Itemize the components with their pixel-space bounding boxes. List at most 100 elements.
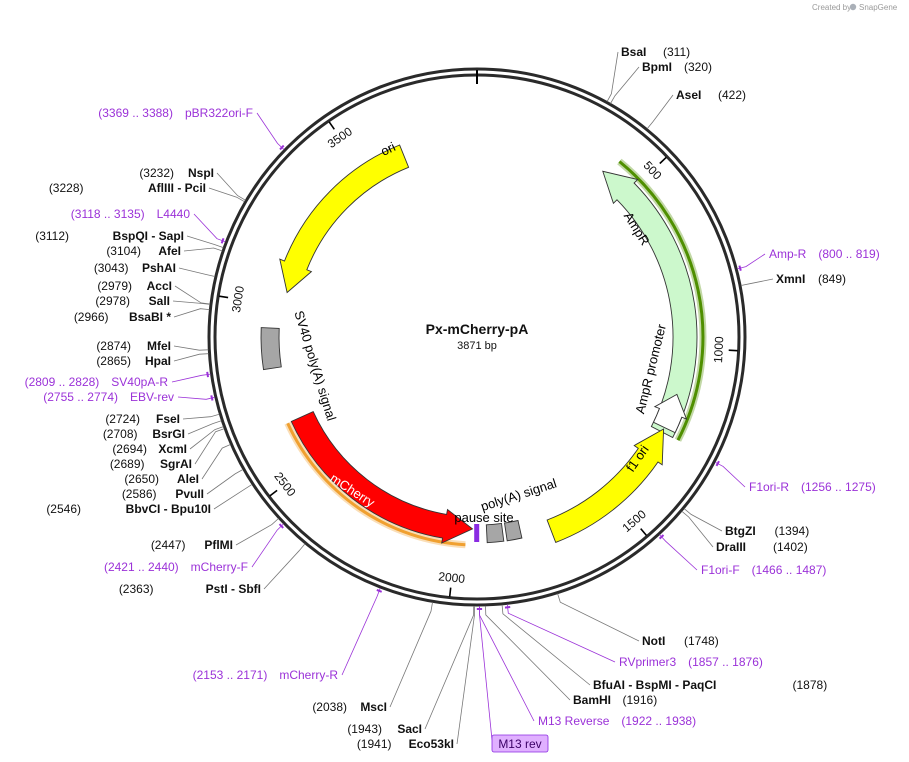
primer-f1ori-r[interactable]: F1ori-R(1256 .. 1275) — [749, 480, 876, 494]
enzyme-site-bpmi[interactable]: BpmI — [642, 60, 672, 74]
enzyme-site-pvuii[interactable]: PvuII — [175, 487, 204, 501]
enzyme-site-bbvci-bpu10i[interactable]: BbvCI - Bpu10I — [126, 502, 211, 516]
enzyme-site-fsei[interactable]: FseI — [156, 412, 180, 426]
pause-site-feature[interactable] — [485, 522, 505, 544]
enzyme-site-bsai[interactable]: BsaI — [621, 45, 646, 59]
primer-range: (1922 .. 1938) — [621, 714, 696, 728]
ampr-feature[interactable] — [602, 170, 698, 439]
enzyme-site-msci[interactable]: MscI — [360, 700, 387, 714]
primer-sv40pa-r[interactable]: (2809 .. 2828)SV40pA-R — [25, 375, 169, 389]
enzyme-name: SalI — [149, 294, 170, 308]
enzyme-name: AccI — [147, 279, 172, 293]
enzyme-site-asei[interactable]: AseI — [676, 88, 701, 102]
size-tick-mark — [659, 156, 667, 165]
enzyme-leader — [208, 187, 245, 203]
ampr-promoter-feature[interactable] — [652, 393, 688, 434]
primer-mcherry-f[interactable]: (2421 .. 2440)mCherry-F — [104, 560, 248, 574]
enzyme-site-psti-sbfi[interactable]: PstI - SbfI — [206, 582, 261, 596]
enzyme-leader — [740, 278, 774, 286]
enzyme-leader — [173, 308, 210, 318]
primer-leader — [737, 253, 766, 270]
enzyme-site-acci[interactable]: AccI — [147, 279, 172, 293]
m13-rev-box[interactable] — [491, 734, 549, 753]
enzyme-site-noti[interactable]: NotI — [642, 634, 665, 648]
primer-pbr322ori-f[interactable]: (3369 .. 3388)pBR322ori-F — [98, 106, 253, 120]
enzyme-name: BsaI — [621, 45, 646, 59]
primer-m13-reverse[interactable]: M13 Reverse(1922 .. 1938) — [538, 714, 696, 728]
enzyme-site-pflmi[interactable]: PflMI — [204, 538, 233, 552]
enzyme-site-hpai[interactable]: HpaI — [145, 354, 171, 368]
poly-a-signal-feature[interactable] — [503, 519, 523, 542]
ori-feature[interactable] — [279, 144, 410, 294]
primer-range: (2421 .. 2440) — [104, 560, 179, 574]
enzyme-site-bfuai-bspmi-paqci[interactable]: BfuAI - BspMI - PaqCI — [593, 678, 716, 692]
enzyme-site-bsabi[interactable]: BsaBI * — [129, 310, 171, 324]
enzyme-leader — [424, 605, 475, 730]
enzyme-site-saci[interactable]: SacI — [397, 722, 422, 736]
enzyme-leader — [173, 345, 209, 351]
enzyme-position: (422) — [718, 88, 746, 102]
enzyme-site-bspqi-sapi[interactable]: BspQI - SapI — [113, 229, 184, 243]
enzyme-position: (3104) — [106, 244, 141, 258]
enzyme-name: XcmI — [158, 442, 187, 456]
enzyme-position: (3112) — [35, 229, 69, 243]
enzyme-site-bsrgi[interactable]: BsrGI — [152, 427, 185, 441]
primer-range: (1466 .. 1487) — [752, 563, 827, 577]
enzyme-position: (2586) — [122, 487, 157, 501]
enzyme-name: SgrAI — [160, 457, 192, 471]
boxed-primer-label[interactable]: M13 rev — [491, 734, 549, 753]
enzyme-site-draiii[interactable]: DraIII — [716, 540, 746, 554]
primer-leader — [177, 396, 215, 400]
enzyme-position: (1941) — [357, 737, 392, 751]
enzyme-site-xmni[interactable]: XmnI — [776, 272, 805, 286]
size-tick-mark — [640, 528, 648, 537]
enzyme-site-pshai[interactable]: PshAI — [142, 261, 176, 275]
enzyme-name: AflIII - PciI — [148, 181, 206, 195]
enzyme-site-sali[interactable]: SalI — [149, 294, 170, 308]
enzyme-site-btgzi[interactable]: BtgZI — [725, 524, 756, 538]
enzyme-site-eco53ki[interactable]: Eco53kI — [409, 737, 454, 751]
enzyme-leader — [174, 285, 211, 305]
primer-mcherry-r[interactable]: (2153 .. 2171)mCherry-R — [193, 668, 339, 682]
enzyme-position: (3232) — [139, 166, 174, 180]
sv40-poly-a-signal-feature[interactable] — [260, 327, 282, 371]
primer-ebv-rev[interactable]: (2755 .. 2774)EBV-rev — [43, 390, 174, 404]
credit-brand: SnapGene — [859, 3, 898, 12]
primer-leader — [506, 604, 616, 663]
ori-label: ori — [378, 139, 398, 159]
enzyme-site-alei[interactable]: AleI — [177, 472, 199, 486]
enzyme-position: (2447) — [151, 538, 186, 552]
primer-amp-r[interactable]: Amp-R(800 .. 819) — [769, 247, 880, 261]
enzyme-leader — [213, 484, 253, 510]
size-tick-mark — [728, 349, 738, 352]
enzyme-leader — [189, 426, 224, 450]
primer-name: EBV-rev — [130, 390, 174, 404]
ampr-highlight-glow — [617, 158, 707, 442]
f1-ori-feature[interactable] — [546, 428, 665, 543]
enzyme-site-xcmi[interactable]: XcmI — [158, 442, 187, 456]
enzyme-name: NotI — [642, 634, 665, 648]
enzyme-leader — [194, 428, 225, 465]
enzyme-name: NspI — [188, 166, 214, 180]
enzyme-name: BsaBI * — [129, 310, 171, 324]
site-markers — [474, 524, 480, 542]
primer-f1ori-f[interactable]: F1ori-F(1466 .. 1487) — [701, 563, 826, 577]
enzyme-site-mfei[interactable]: MfeI — [147, 339, 171, 353]
enzyme-leader — [173, 353, 209, 362]
ampr-highlight-arc — [618, 160, 705, 441]
enzyme-site-afei[interactable]: AfeI — [158, 244, 181, 258]
enzyme-position: (2978) — [95, 294, 130, 308]
enzyme-site-afliii-pcii[interactable]: AflIII - PciI — [148, 181, 206, 195]
m13-rev-label[interactable]: M13 rev — [498, 737, 541, 751]
primer-leader — [251, 523, 284, 568]
enzyme-site-sgrai[interactable]: SgrAI — [160, 457, 192, 471]
enzyme-site-nspi[interactable]: NspI — [188, 166, 214, 180]
mcherry-feature[interactable] — [290, 411, 474, 544]
poly-a-signal-label: poly(A) signal — [479, 475, 559, 514]
primer-rvprimer3[interactable]: RVprimer3(1857 .. 1876) — [619, 655, 763, 669]
enzyme-site-bamhi[interactable]: BamHI — [573, 693, 611, 707]
enzyme-leader — [646, 94, 674, 129]
primer-range: (3118 .. 3135) — [71, 207, 145, 221]
primer-l4440[interactable]: (3118 .. 3135)L4440 — [71, 207, 191, 221]
